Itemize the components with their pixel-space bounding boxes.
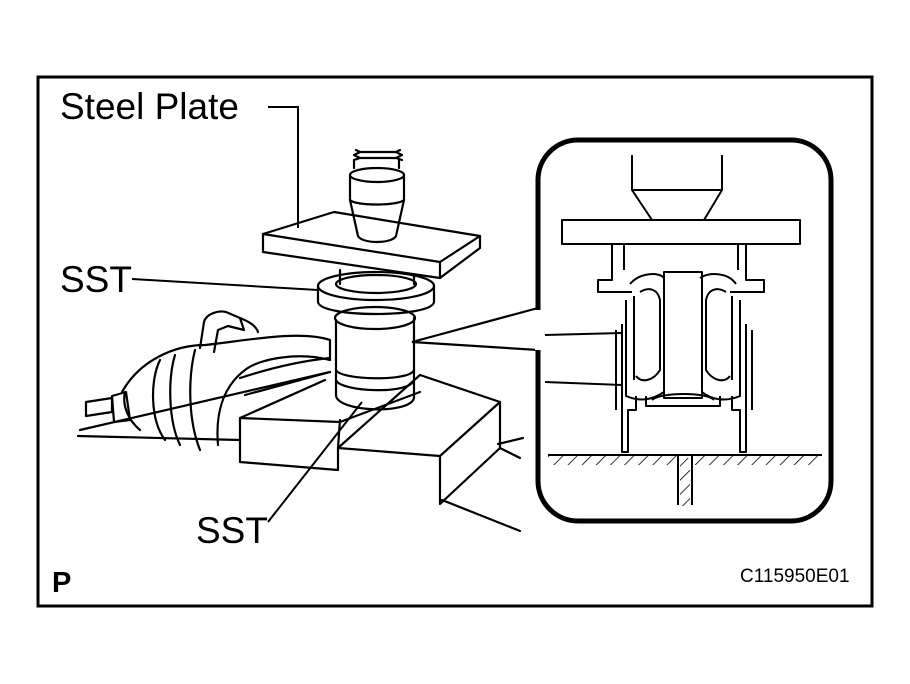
- sst-upper-label: SST: [60, 259, 132, 300]
- press-table: [76, 370, 525, 533]
- detail-inset: [535, 137, 834, 524]
- figure-code-label: C115950E01: [740, 566, 850, 587]
- leader-sst-lower: [267, 401, 363, 523]
- press-body: [120, 334, 332, 447]
- sst-lower-label: SST: [196, 510, 268, 551]
- inset-pointer: [411, 306, 540, 352]
- main-illustration: [76, 148, 525, 533]
- leader-sst-upper: [131, 278, 319, 291]
- steel-plate: [261, 210, 482, 280]
- press-ram: [348, 173, 406, 244]
- support-blocks: [238, 373, 502, 506]
- leader-steel-plate: [268, 106, 299, 228]
- figure-frame: [36, 75, 874, 608]
- view-code-label: P: [52, 567, 72, 599]
- leader-lines: [131, 106, 363, 523]
- sst-lower-cylinder: [334, 316, 416, 411]
- steel-plate-label: Steel Plate: [60, 86, 239, 127]
- sst-upper-ring: [316, 284, 436, 316]
- press-handle: [198, 310, 246, 354]
